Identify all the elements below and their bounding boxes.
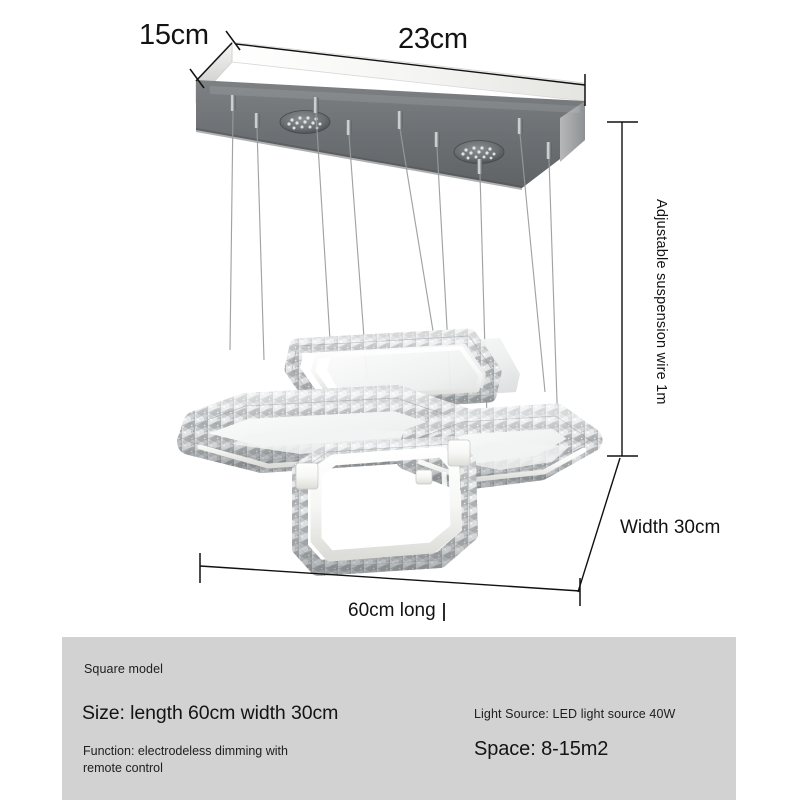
led-pad-icon (279, 110, 331, 134)
spec-size-label: Size: length 60cm width 30cm (82, 702, 339, 724)
dimension-label-depth: 15cm (139, 19, 209, 51)
dimension-label-suspension: Adjustable suspension wire 1m (653, 199, 669, 405)
dimension-label-canopy-width: 23cm (398, 23, 468, 55)
spec-light-source-label: Light Source: LED light source 40W (474, 707, 676, 721)
led-pad-icon (453, 140, 505, 164)
spec-model-label: Square model (84, 662, 164, 676)
spec-space-label: Space: 8-15m2 (474, 738, 609, 760)
dimension-line-width (577, 457, 621, 593)
dimension-label-length: 60cm long (348, 600, 436, 621)
dimension-label-width: Width 30cm (620, 517, 721, 538)
text-cursor-artifact (443, 603, 445, 621)
dimension-line-length (199, 565, 581, 592)
cable-nipple (230, 95, 552, 174)
spec-function-label: Function: electrodeless dimming with rem… (83, 744, 288, 775)
dimension-lines (189, 30, 638, 606)
product-illustration (177, 30, 638, 606)
dimension-line-depth (195, 42, 233, 82)
crystal-ring-right (395, 403, 603, 491)
ceiling-canopy (195, 40, 586, 190)
crystal-ring-front (292, 436, 478, 576)
specification-panel: Square model Size: length 60cm width 30c… (62, 637, 736, 800)
dimension-line-canopy-width (235, 43, 586, 86)
